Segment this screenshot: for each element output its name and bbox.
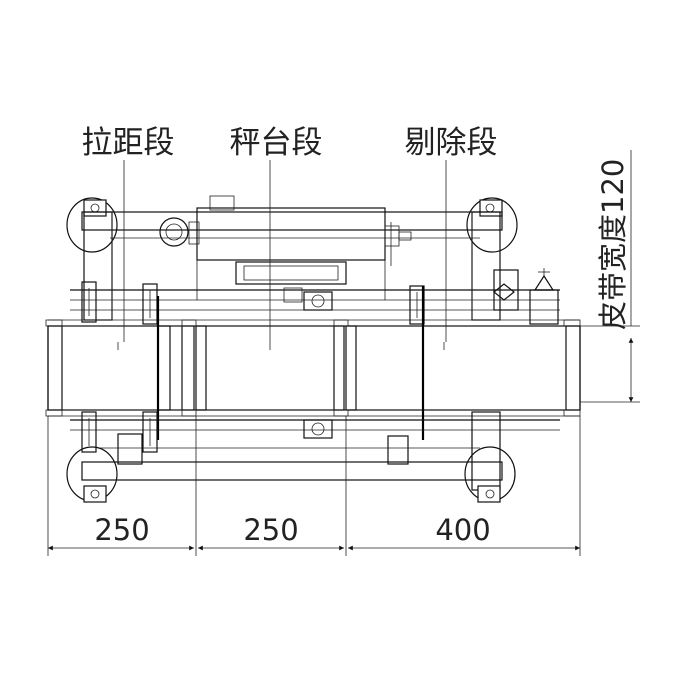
dim-reject-length: 400 (435, 513, 490, 547)
label-belt-width: 皮带宽度120 (596, 159, 630, 330)
leader-lines (123, 160, 447, 342)
wheel-bottom-right (464, 446, 516, 503)
motor-housing (159, 195, 412, 300)
wheel-top-right (466, 197, 518, 253)
wheel-bottom-left (66, 446, 118, 503)
dim-weighing-length: 250 (243, 513, 298, 547)
lower-frame (66, 411, 560, 503)
bottom-dimensions: 250 250 400 (47, 416, 581, 556)
belt-assembly (45, 286, 581, 440)
belt-width-dimension: 皮带宽度120 (580, 150, 640, 403)
dim-stretch-length: 250 (94, 513, 149, 547)
label-weighing-section: 秤台段 (230, 125, 323, 161)
upper-frame (66, 195, 560, 325)
label-stretch-section: 拉距段 (82, 125, 175, 161)
label-reject-section: 剔除段 (405, 125, 498, 161)
pneumatic-valve (493, 268, 559, 325)
wheel-top-left (66, 197, 118, 253)
